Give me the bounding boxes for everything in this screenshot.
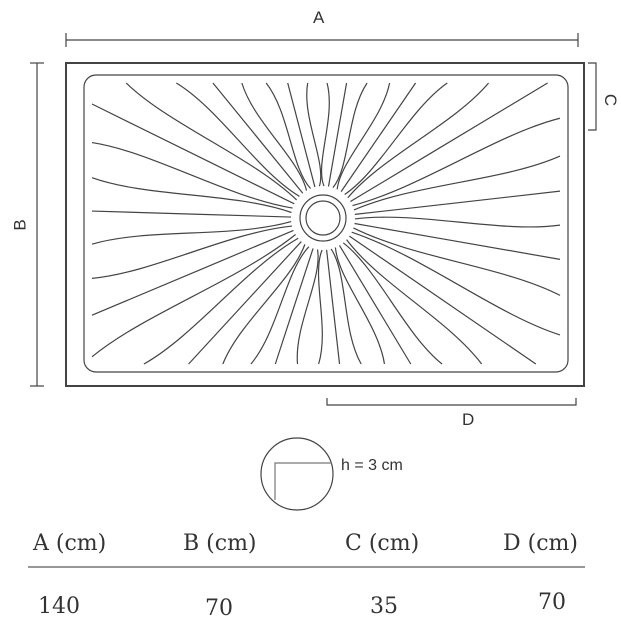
- groove-line: [344, 82, 448, 195]
- groove-line: [327, 82, 348, 187]
- label-d: D: [462, 410, 475, 429]
- groove-line: [330, 248, 362, 365]
- drain-inner: [305, 200, 341, 236]
- groove-line: [91, 225, 293, 279]
- groove-line: [265, 82, 312, 189]
- drain-outer: [299, 194, 347, 242]
- groove-line: [176, 82, 300, 197]
- groove-line: [317, 249, 323, 365]
- groove-line: [91, 177, 292, 214]
- drainage-grooves: [91, 82, 561, 365]
- groove-line: [353, 155, 561, 211]
- height-label: h = 3 cm: [341, 457, 403, 474]
- groove-line: [91, 103, 295, 205]
- groove-line: [91, 234, 296, 358]
- groove-line: [351, 231, 561, 336]
- groove-line: [188, 241, 302, 365]
- groove-line: [350, 82, 548, 203]
- tray-outline: [65, 62, 585, 387]
- edge-profile: [274, 462, 332, 500]
- header-c: C (cm): [345, 531, 420, 556]
- label-b: B: [10, 219, 30, 231]
- groove-line: [347, 82, 490, 199]
- header-b: B (cm): [183, 531, 257, 556]
- tray-inner: [83, 74, 569, 373]
- groove-line: [222, 244, 306, 365]
- groove-line: [354, 190, 561, 215]
- value-a: 140: [38, 594, 80, 619]
- header-d: D (cm): [503, 531, 578, 556]
- edge-detail-circle: [260, 437, 334, 511]
- value-c: 35: [370, 594, 398, 619]
- groove-line: [125, 82, 298, 201]
- groove-line: [332, 82, 368, 188]
- groove-line: [143, 237, 299, 365]
- label-c: C: [601, 93, 621, 107]
- groove-line: [91, 141, 293, 209]
- groove-line: [91, 221, 292, 245]
- groove-line: [212, 82, 304, 194]
- groove-line: [354, 216, 561, 228]
- groove-line: [334, 247, 386, 365]
- groove-line: [346, 239, 483, 365]
- groove-line: [320, 82, 330, 187]
- header-a: A (cm): [33, 531, 107, 556]
- groove-line: [336, 82, 391, 190]
- groove-line: [306, 82, 322, 187]
- groove-line: [340, 82, 417, 192]
- groove-line: [349, 235, 537, 365]
- groove-line: [326, 249, 341, 365]
- groove-line: [250, 246, 310, 365]
- groove-line: [287, 82, 316, 188]
- groove-line: [352, 117, 561, 207]
- label-a: A: [313, 8, 325, 27]
- groove-line: [91, 210, 292, 218]
- dimension-line-d: [326, 398, 577, 406]
- groove-line: [342, 242, 443, 365]
- groove-line: [296, 249, 319, 365]
- value-b: 70: [205, 596, 233, 621]
- groove-line: [353, 227, 561, 296]
- groove-line: [338, 245, 412, 365]
- groove-line: [274, 248, 314, 365]
- dimension-line-c: [588, 62, 597, 131]
- groove-line: [354, 222, 561, 260]
- groove-line: [241, 82, 308, 191]
- groove-line: [91, 229, 294, 316]
- value-d: 70: [538, 590, 566, 615]
